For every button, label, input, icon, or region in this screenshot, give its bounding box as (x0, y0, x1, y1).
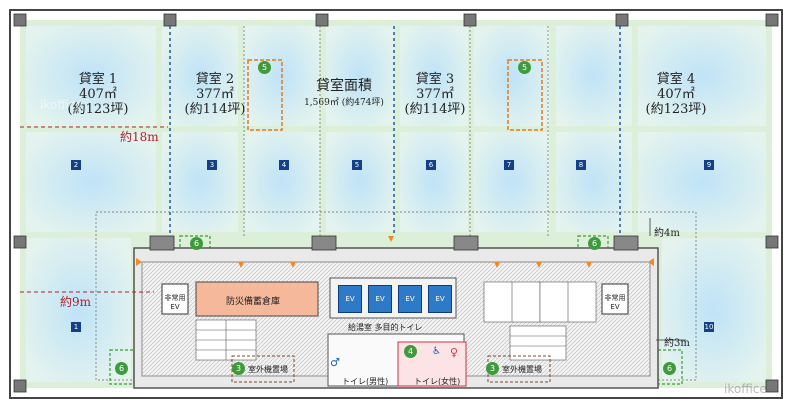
marker-6-bottom-left: 6 (115, 362, 128, 375)
storage-label: 防災備蓄倉庫 (226, 297, 281, 307)
room-3-tsubo: (約114坪) (404, 101, 466, 117)
elevator-2: EV (368, 285, 392, 313)
room-1-name: 貸室 1 (78, 72, 118, 87)
dimension-lines-black (649, 218, 686, 341)
marker-4-toilet: 4 (404, 345, 417, 358)
orange-box-right (507, 59, 543, 131)
watermark-left: ikoffice (40, 98, 83, 112)
accessible-toilet-icon: ♿ (432, 346, 441, 357)
marker-3-left: 3 (232, 362, 245, 375)
dimension-corridor-right: 約4m (654, 228, 680, 239)
zone-7: 7 (504, 160, 514, 170)
elevator-1: EV (338, 285, 362, 313)
marker-6-top-left: 6 (190, 237, 203, 250)
kitchen-toilet-label: 給湯室 多目的トイレ (348, 323, 423, 332)
marker-5-right: 5 (518, 61, 531, 74)
orange-box-left (247, 59, 283, 131)
total-area-title: 貸室面積 (316, 78, 372, 94)
room-4-area: 407㎡ (657, 86, 695, 102)
marker-6-bottom-right: 6 (663, 362, 676, 375)
exit-markers (136, 236, 654, 268)
room-4-name: 貸室 4 (656, 72, 696, 87)
room-2-tsubo: (約114坪) (184, 101, 246, 117)
marker-5-left: 5 (258, 61, 271, 74)
toilet-men-label: トイレ(男性) (342, 377, 389, 386)
men-toilet-icon: ♂ (330, 356, 340, 369)
dimension-lines (20, 126, 168, 293)
room-1-label: 貸室 1 407㎡ (約123坪) (48, 72, 148, 118)
emergency-ev-left-label: 非常用EV (164, 294, 186, 311)
stairs-right (483, 281, 597, 361)
room-4-label: 貸室 4 407㎡ (約123坪) (626, 72, 726, 118)
zone-3: 3 (207, 160, 217, 170)
dimension-depth-main: 約18m (120, 130, 159, 144)
outdoor-unit-right-label: 室外機置場 (502, 365, 542, 374)
zone-10: 10 (704, 322, 714, 332)
stairs-left (195, 319, 257, 361)
room-1-tsubo: (約123坪) (67, 101, 129, 117)
zone-6: 6 (426, 160, 436, 170)
room-3-label: 貸室 3 377㎡ (約114坪) (385, 72, 485, 118)
emergency-ev-right-box (601, 283, 629, 315)
women-toilet-icon: ♀ (450, 346, 459, 359)
zone-4: 4 (279, 160, 289, 170)
zone-8: 8 (576, 160, 586, 170)
storage-room (195, 281, 319, 317)
zone-1: 1 (71, 322, 81, 332)
zone-2: 2 (71, 160, 81, 170)
marker-3-right: 3 (486, 362, 499, 375)
emergency-ev-left-box (161, 283, 189, 315)
outdoor-unit-left-label: 室外機置場 (248, 365, 288, 374)
room-2-label: 貸室 2 377㎡ (約114坪) (165, 72, 265, 118)
zone-5: 5 (352, 160, 362, 170)
room-3-name: 貸室 3 (415, 72, 455, 87)
elevator-3: EV (398, 285, 422, 313)
partition-lines (169, 26, 621, 236)
room-3-area: 377㎡ (416, 86, 454, 102)
toilet-women-label: トイレ(女性) (414, 377, 461, 386)
dimension-corridor-bottom: 約3m (664, 338, 690, 349)
office-cells (26, 26, 766, 382)
watermark-right: ikoffice (724, 382, 767, 396)
zone-9: 9 (704, 160, 714, 170)
core-columns (149, 235, 639, 251)
emergency-ev-right-label: 非常用EV (604, 294, 626, 311)
elevator-4: EV (428, 285, 452, 313)
room-1-area: 407㎡ (79, 86, 117, 102)
room-2-area: 377㎡ (196, 86, 234, 102)
marker-6-top-right: 6 (588, 237, 601, 250)
total-area-value: 1,569㎡ (約474坪) (304, 98, 384, 108)
room-2-name: 貸室 2 (195, 72, 235, 87)
room-4-tsubo: (約123坪) (645, 101, 707, 117)
columns (13, 13, 779, 393)
dimension-depth-core: 約9m (60, 295, 92, 309)
